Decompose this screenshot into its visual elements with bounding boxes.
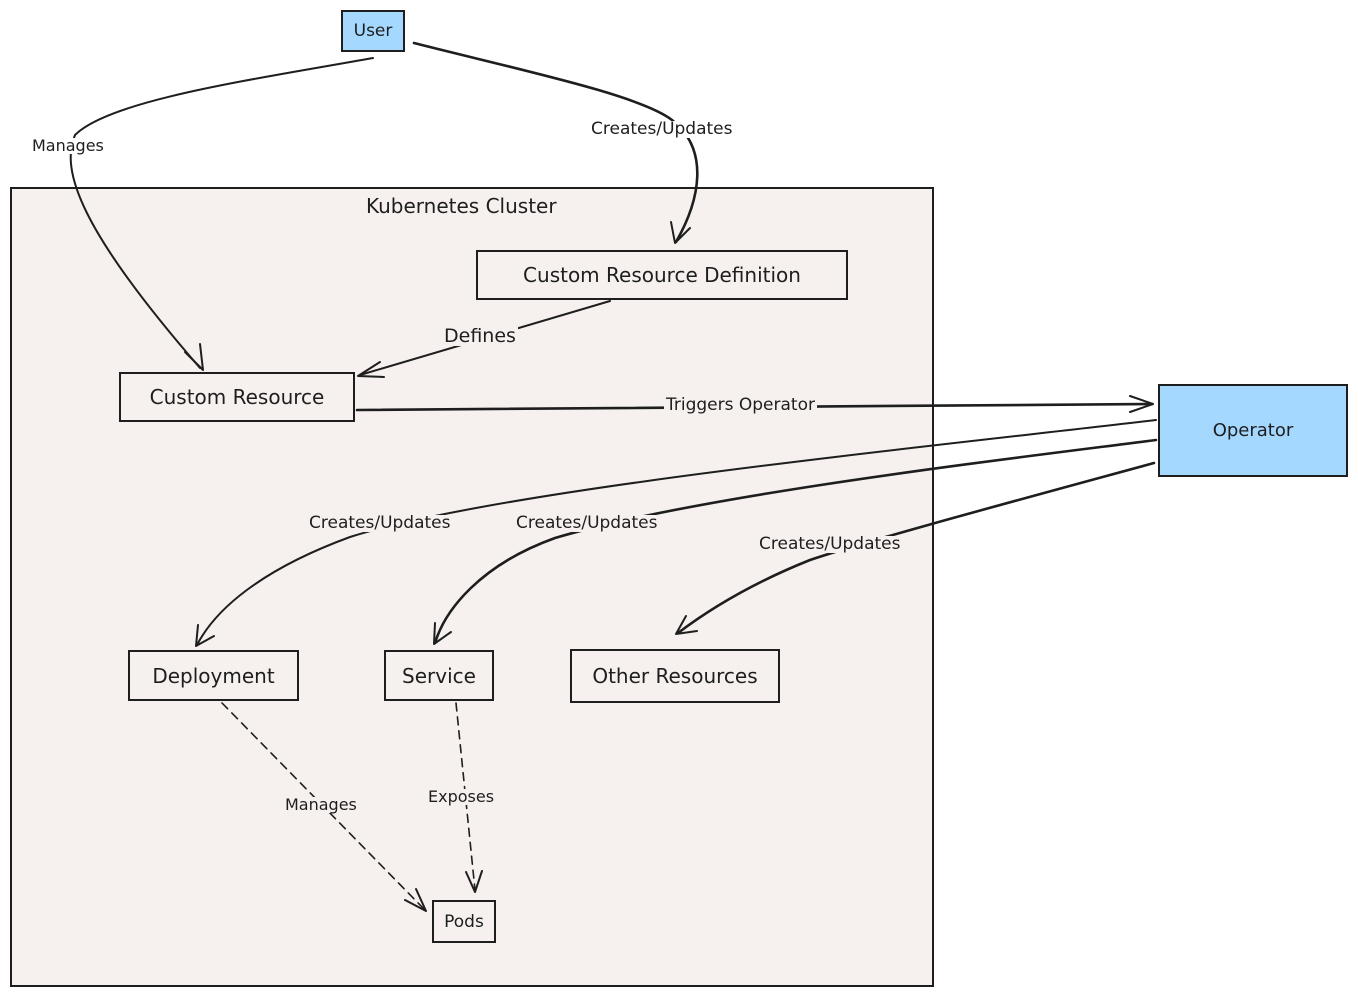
arrowhead-cr-triggers-operator [1129,395,1154,413]
node-other-resources[interactable]: Other Resources [570,649,780,703]
node-service[interactable]: Service [384,650,494,701]
node-deployment[interactable]: Deployment [128,650,299,701]
arrowhead-deployment-manages-pods [404,888,427,912]
arrowhead-user-creates-crd [670,221,691,244]
arrowhead-crd-defines-cr [357,361,385,378]
edge-label-deployment-manages-pods: Manages [283,795,359,814]
node-user[interactable]: User [341,10,405,52]
edge-label-operator-other: Creates/Updates [757,534,903,554]
edge-label-user-manages: Manages [30,136,106,155]
edge-service-exposes-pods [455,702,476,891]
edge-label-operator-service: Creates/Updates [514,513,660,533]
arrowhead-user-manages-cr [184,343,204,371]
edge-label-crd-defines: Defines [442,325,518,347]
arrowhead-service-exposes-pods [465,870,483,893]
cluster-title: Kubernetes Cluster [366,194,557,218]
edge-user-manages-cr [69,57,374,369]
node-custom-resource[interactable]: Custom Resource [119,372,355,422]
node-custom-resource-definition[interactable]: Custom Resource Definition [476,250,848,300]
edge-operator-creates-deployment [196,419,1157,646]
edge-label-operator-deployment: Creates/Updates [307,513,453,533]
edge-operator-creates-other [676,461,1156,635]
node-pods[interactable]: Pods [432,900,496,943]
arrowhead-operator-creates-other [675,615,698,635]
node-operator[interactable]: Operator [1158,384,1348,477]
edge-label-user-creates-crd: Creates/Updates [589,119,735,139]
arrowhead-operator-creates-service [433,622,452,645]
edge-user-creates-crd [412,41,699,244]
arrowhead-operator-creates-deployment [195,624,215,647]
edge-label-service-exposes-pods: Exposes [426,787,497,806]
edge-label-triggers-operator: Triggers Operator [664,395,817,415]
